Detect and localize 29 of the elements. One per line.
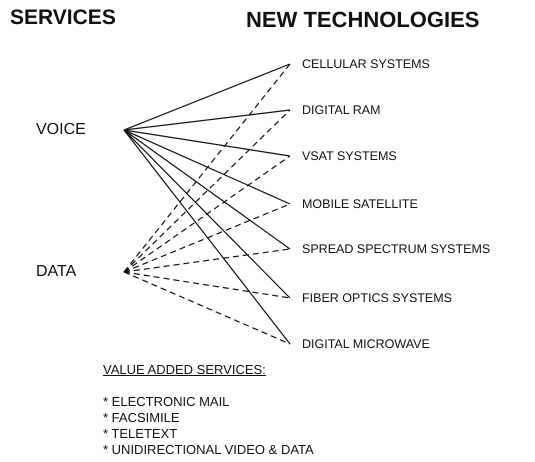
technology-label: MOBILE SATELLITE <box>290 196 418 212</box>
connector-line <box>124 129 290 157</box>
technology-label: DIGITAL RAM <box>290 102 380 118</box>
connector-line <box>124 63 290 131</box>
service-label: VOICE <box>30 122 124 138</box>
list-item: * FACSIMILE <box>103 410 180 426</box>
dashed-connector <box>124 110 290 272</box>
dashed-connector <box>124 248 290 273</box>
connector-line <box>124 109 290 131</box>
technology-label: SPREAD SPECTRUM SYSTEMS <box>290 241 490 257</box>
connector-line <box>124 129 290 205</box>
technology-label: DIGITAL MICROWAVE <box>290 336 430 352</box>
column-heading: NEW TECHNOLOGIES <box>246 12 480 28</box>
list-item: * UNIDIRECTIONAL VIDEO & DATA <box>103 442 314 458</box>
dashed-connector <box>124 271 290 299</box>
technology-label: FIBER OPTICS SYSTEMS <box>290 290 452 306</box>
list-heading: VALUE ADDED SERVICES: <box>103 362 266 378</box>
technology-label: CELLULAR SYSTEMS <box>290 56 430 72</box>
dashed-connector <box>124 156 290 272</box>
list-item: * TELETEXT <box>103 426 178 442</box>
list-item: * ELECTRONIC MAIL <box>103 394 230 410</box>
dashed-connector <box>124 271 290 345</box>
service-label: DATA <box>30 264 124 280</box>
connector-line <box>124 130 290 250</box>
connector-line <box>124 130 290 344</box>
technology-label: VSAT SYSTEMS <box>290 148 397 164</box>
connector-line <box>124 130 290 298</box>
column-heading: SERVICES <box>10 10 116 26</box>
dashed-connector <box>124 64 290 272</box>
